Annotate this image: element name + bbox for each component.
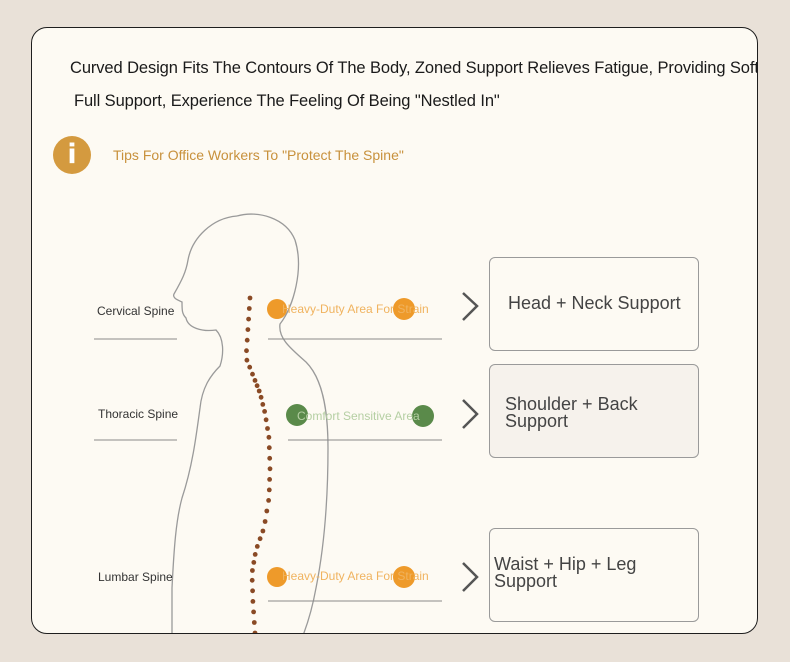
spine-dot — [260, 402, 266, 407]
spine-dot — [264, 508, 270, 514]
headline-line-1: Curved Design Fits The Contours Of The B… — [70, 59, 758, 77]
lumbar-zone-label: Heavy-Duty Area For Strain — [282, 569, 429, 583]
spine-dot — [252, 378, 258, 383]
body-back-outline — [236, 213, 329, 633]
spine-dot — [250, 588, 256, 594]
shoulder-back-support-box — [489, 364, 699, 458]
spine-dot — [257, 536, 263, 542]
head-neck-support-label: Head + Neck Support — [508, 293, 681, 313]
cervical-zone-dot-right — [393, 298, 415, 320]
spine-dot — [254, 383, 260, 389]
spine-dot — [244, 337, 250, 343]
spine-dot — [250, 568, 255, 573]
spine-dot — [246, 316, 252, 322]
shoulder-back-support-label: Shoulder + Back Support — [505, 394, 638, 431]
lumbar-zone-dot-left — [267, 567, 287, 587]
spine-dot — [266, 498, 271, 503]
spine-dot — [245, 327, 251, 332]
spine-dot — [267, 466, 273, 472]
spine-dot — [250, 599, 256, 604]
spine-dot — [266, 487, 272, 493]
lumbar-spine-label: Lumbar Spine — [98, 570, 173, 584]
cervical-zone-label: Heavy-Duty Area For Strain — [282, 302, 429, 316]
thoracic-zone-dot-right — [412, 405, 434, 427]
spine-dot — [258, 394, 264, 400]
cervical-zone-dot-left — [267, 299, 287, 319]
spine-dot — [254, 544, 260, 549]
spine-dot — [263, 417, 269, 423]
lumbar-zone-dot-right — [393, 566, 415, 588]
spine-dot — [266, 445, 272, 451]
spine-dot — [247, 295, 253, 301]
thoracic-zone-dot-left — [286, 404, 308, 426]
info-icon: i — [53, 136, 91, 174]
thoracic-spine-label: Thoracic Spine — [98, 407, 179, 421]
infographic-card: Curved Design Fits The Contours Of The B… — [31, 27, 758, 634]
body-silhouette-diagram — [94, 213, 479, 633]
chevron-right-icon — [462, 399, 479, 429]
spine-dot — [265, 426, 270, 431]
headline-line-2: Full Support, Experience The Feeling Of … — [74, 92, 500, 110]
spine-dot — [251, 560, 257, 565]
spine-dot — [262, 519, 268, 524]
spine-dot — [266, 434, 272, 440]
chevron-right-icon — [462, 562, 479, 592]
spine-dot — [244, 357, 250, 363]
spine-dot — [252, 630, 258, 633]
chevron-right-icon — [462, 292, 479, 321]
spine-dot — [247, 364, 253, 370]
spine-dot — [251, 620, 257, 625]
spine-dots — [244, 295, 273, 633]
cervical-spine-label: Cervical Spine — [97, 304, 175, 318]
body-front-outline — [171, 215, 238, 633]
spine-dot — [260, 528, 266, 534]
spine-dot — [246, 306, 252, 311]
spine-dot — [262, 409, 267, 414]
spine-dot — [249, 577, 255, 583]
spine-dot — [256, 388, 262, 394]
tip-text: Tips For Office Workers To "Protect The … — [113, 147, 404, 163]
spine-dot — [267, 455, 273, 461]
spine-dot — [267, 477, 272, 482]
spine-dot — [250, 371, 255, 377]
spine-dot — [251, 609, 256, 615]
spine-dot — [244, 348, 249, 354]
spine-dot — [252, 552, 258, 557]
thoracic-zone-label: Comfort Sensitive Area — [297, 409, 420, 423]
waist-hip-leg-support-box — [489, 528, 699, 622]
head-neck-support-box — [489, 257, 699, 351]
waist-hip-leg-support-label: Waist + Hip + Leg Support — [494, 554, 637, 591]
